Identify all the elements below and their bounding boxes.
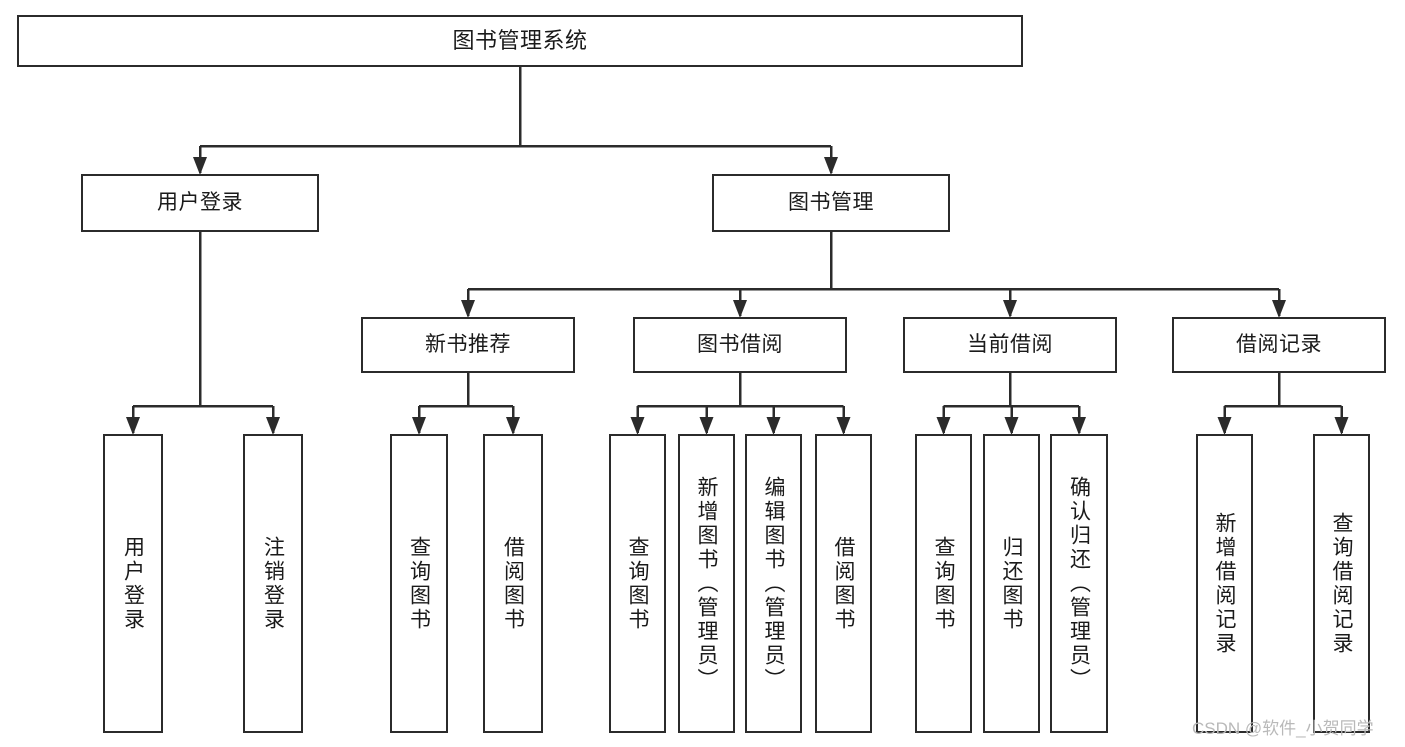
node-leaf-login-1[interactable]: 用户登录 — [103, 434, 163, 733]
node-bookmgmt[interactable]: 图书管理 — [712, 174, 950, 232]
node-label: 查询图书 — [407, 535, 431, 632]
node-label: 图书管理 — [788, 190, 874, 214]
node-leaf-bor-3[interactable]: 编辑图书（管理员） — [745, 434, 802, 733]
node-newbook[interactable]: 新书推荐 — [361, 317, 575, 373]
node-leaf-login-2[interactable]: 注销登录 — [243, 434, 303, 733]
node-leaf-new-1[interactable]: 查询图书 — [390, 434, 448, 733]
node-label: 归还图书 — [1000, 535, 1023, 632]
node-label: 借阅记录 — [1236, 332, 1322, 356]
node-label: 当前借阅 — [967, 332, 1053, 356]
node-leaf-rec-1[interactable]: 新增借阅记录 — [1196, 434, 1253, 733]
node-label: 用户登录 — [157, 190, 243, 214]
node-label: 新书推荐 — [425, 332, 511, 356]
node-label: 确认归还（管理员） — [1067, 475, 1091, 692]
node-label: 查询图书 — [626, 535, 649, 632]
node-leaf-cur-1[interactable]: 查询图书 — [915, 434, 972, 733]
node-leaf-cur-2[interactable]: 归还图书 — [983, 434, 1040, 733]
node-current[interactable]: 当前借阅 — [903, 317, 1117, 373]
node-label: 借阅图书 — [501, 535, 525, 632]
watermark: CSDN @软件_小贺同学 — [1192, 719, 1374, 738]
node-label: 查询图书 — [932, 535, 955, 632]
node-records[interactable]: 借阅记录 — [1172, 317, 1386, 373]
node-label: 新增借阅记录 — [1213, 511, 1236, 656]
node-label: 新增图书（管理员） — [695, 475, 718, 692]
node-borrow[interactable]: 图书借阅 — [633, 317, 847, 373]
node-leaf-rec-2[interactable]: 查询借阅记录 — [1313, 434, 1370, 733]
node-label: 注销登录 — [261, 535, 285, 632]
node-label: 用户登录 — [121, 535, 145, 632]
node-label: 编辑图书（管理员） — [762, 475, 785, 692]
node-leaf-bor-1[interactable]: 查询图书 — [609, 434, 666, 733]
node-label: 图书借阅 — [697, 332, 783, 356]
node-leaf-bor-2[interactable]: 新增图书（管理员） — [678, 434, 735, 733]
node-login[interactable]: 用户登录 — [81, 174, 319, 232]
node-label: 查询借阅记录 — [1330, 511, 1353, 656]
node-leaf-bor-4[interactable]: 借阅图书 — [815, 434, 872, 733]
node-label: 借阅图书 — [832, 535, 855, 632]
node-leaf-cur-3[interactable]: 确认归还（管理员） — [1050, 434, 1108, 733]
node-label: 图书管理系统 — [452, 28, 588, 54]
node-leaf-new-2[interactable]: 借阅图书 — [483, 434, 543, 733]
node-root[interactable]: 图书管理系统 — [17, 15, 1023, 67]
